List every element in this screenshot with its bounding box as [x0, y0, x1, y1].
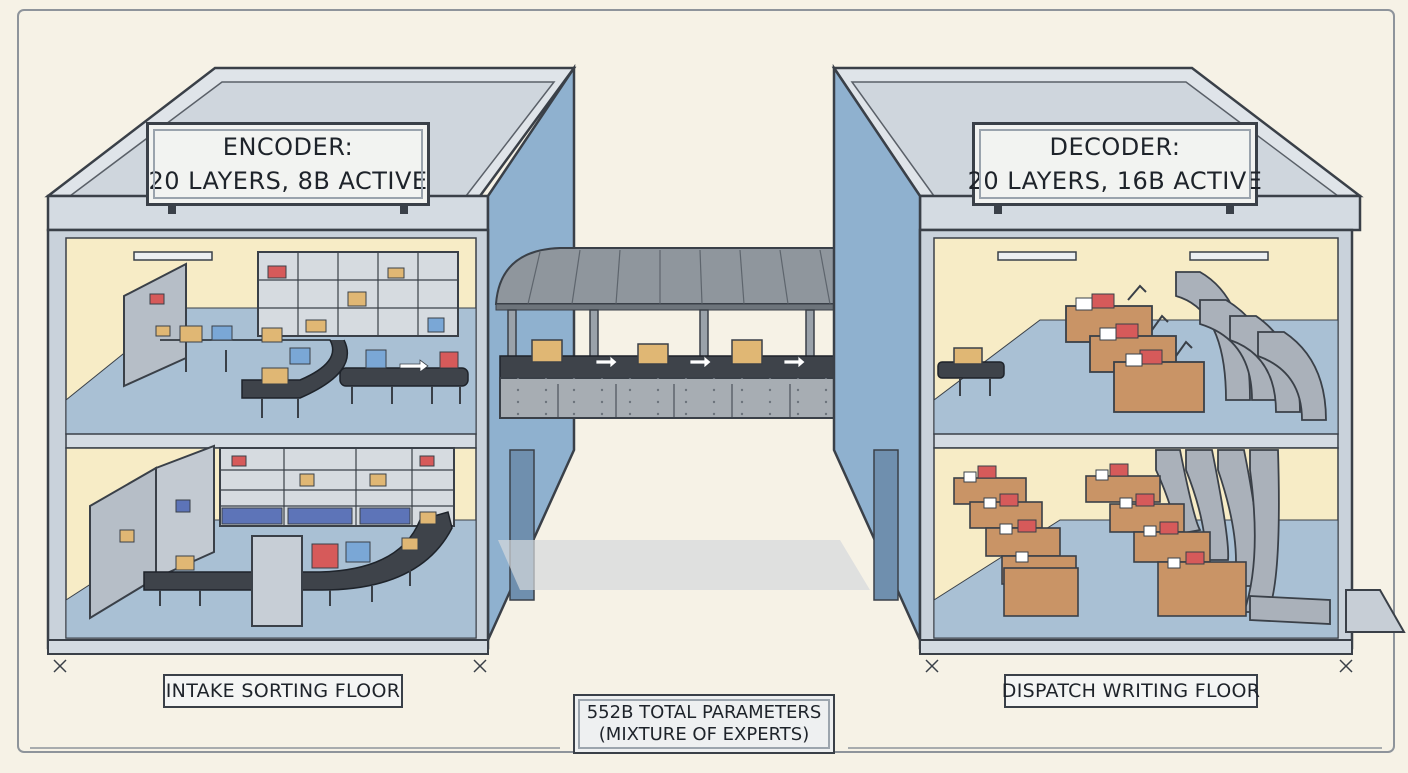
total-parameters-sign: 552B TOTAL PARAMETERS (MIXTURE OF EXPERT…	[573, 694, 835, 754]
encoder-sign-title: ENCODER:	[222, 133, 354, 161]
decoder-floor-label: DISPATCH WRITING FLOOR	[1001, 674, 1261, 708]
decoder-sign-subtitle: 20 LAYERS, 16B ACTIVE	[967, 167, 1263, 195]
encoder-floor-label: INTAKE SORTING FLOOR	[163, 674, 403, 708]
decoder-sign-title: DECODER:	[1049, 133, 1181, 161]
total-parameters-line1: 552B TOTAL PARAMETERS	[586, 702, 822, 723]
decoder-top-ducts	[1175, 271, 1327, 421]
encoder-sign-subtitle: 20 LAYERS, 8B ACTIVE	[148, 167, 428, 195]
decoder-bottom-ducts	[1155, 449, 1331, 625]
total-parameters-line2: (MIXTURE OF EXPERTS)	[598, 724, 810, 745]
decoder-sign: DECODER: 20 LAYERS, 16B ACTIVE	[968, 122, 1262, 206]
decoder-top-desks	[1065, 284, 1205, 413]
encoder-top-conveyor	[160, 325, 469, 418]
decoder-floor-label-text: DISPATCH WRITING FLOOR	[1001, 680, 1261, 702]
encoder-floor-label-text: INTAKE SORTING FLOOR	[165, 680, 401, 702]
encoder-bottom-conveyor	[143, 511, 453, 627]
encoder-sign: ENCODER: 20 LAYERS, 8B ACTIVE	[146, 122, 430, 206]
